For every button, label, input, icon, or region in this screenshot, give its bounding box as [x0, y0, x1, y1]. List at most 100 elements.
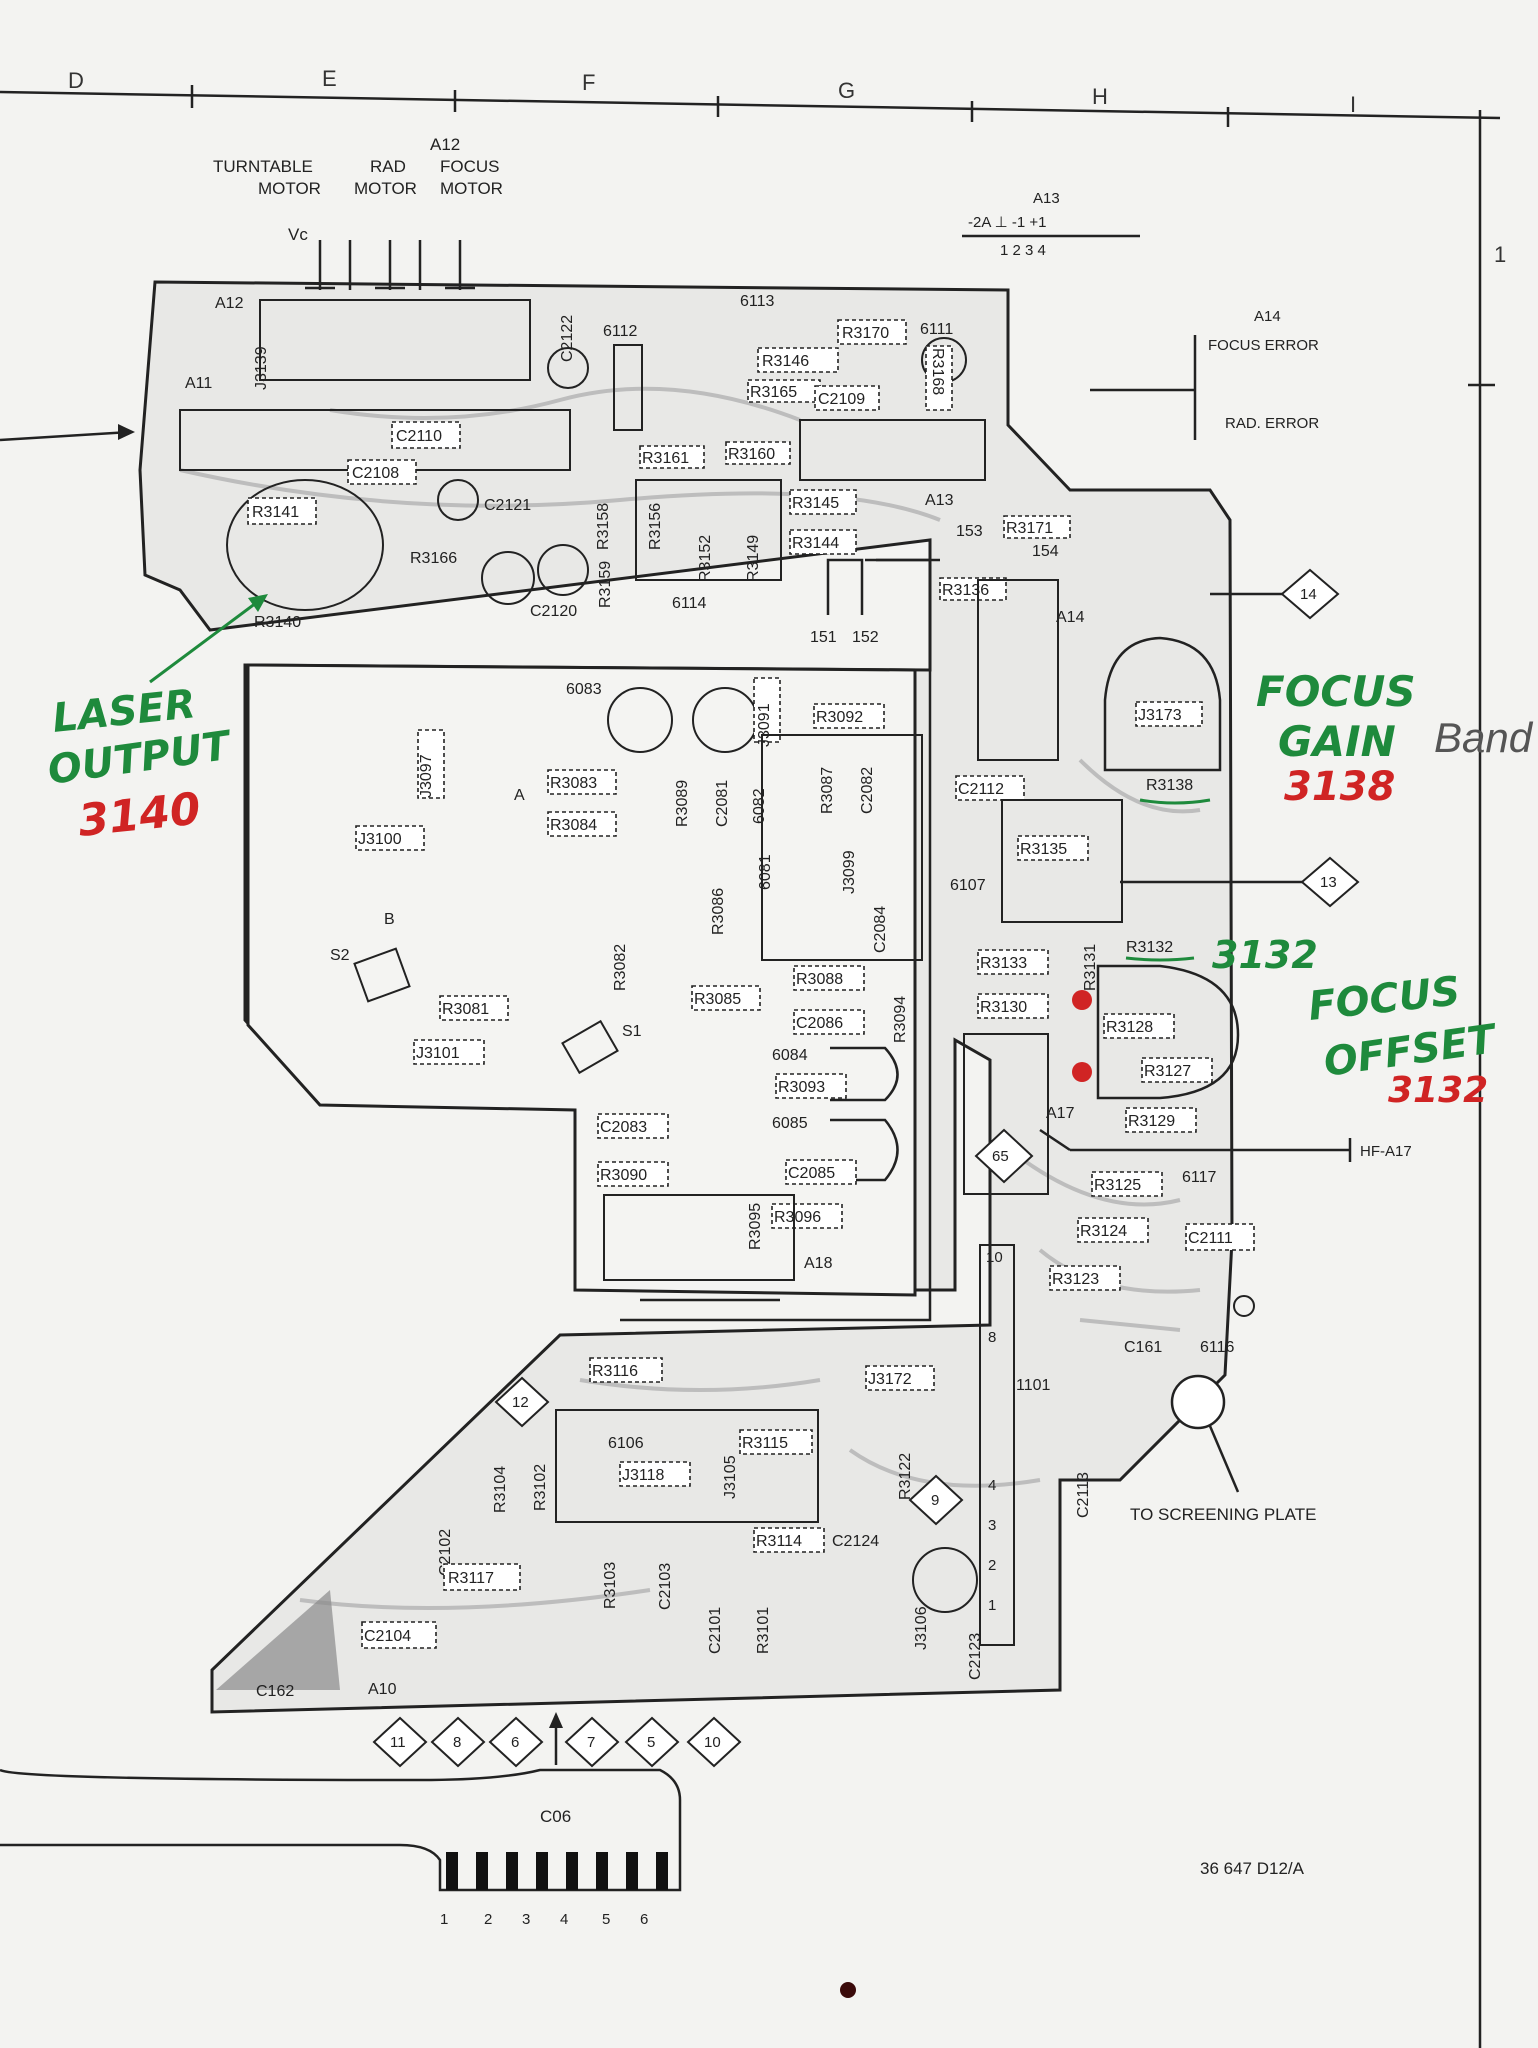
- comp-j3172: J3172: [868, 1371, 912, 1388]
- diamond-12: 12: [494, 1376, 550, 1428]
- comp-j3173: J3173: [1138, 707, 1182, 724]
- inner-panel: [246, 663, 917, 1297]
- comp-r3161: R3161: [642, 450, 689, 467]
- comp-r3081: R3081: [442, 1001, 489, 1018]
- comp-6116: 6116: [1200, 1339, 1235, 1356]
- off-board-leads: HF-A17 TO SCREENING PLATE: [1039, 1128, 1412, 1524]
- comp-c2109: C2109: [818, 391, 865, 408]
- note-focus-gain-1: FOCUS: [1256, 667, 1416, 716]
- comp-c2124: C2124: [832, 1533, 879, 1550]
- grid-label-g: G: [838, 78, 855, 103]
- comp-a13: A13: [925, 492, 954, 509]
- svg-text:13: 13: [1320, 874, 1337, 891]
- diamond-11: 11: [372, 1716, 428, 1768]
- comp-r3138: R3138: [1146, 777, 1193, 794]
- comp-r3166: R3166: [410, 550, 457, 567]
- note-focus-gain-2: GAIN: [1278, 717, 1396, 766]
- comp-r3089: R3089: [674, 780, 691, 827]
- hf-a17-label: HF-A17: [1360, 1143, 1412, 1160]
- document-number: 36 647 D12/A: [1200, 1859, 1305, 1878]
- diamond-7: 7: [564, 1716, 620, 1768]
- comp-s2: S2: [330, 947, 350, 964]
- diamond-markers: 14 13 65 12 9 11 8 6: [372, 568, 1360, 1768]
- comp-r3102: R3102: [532, 1464, 549, 1511]
- comp-a12: A12: [215, 295, 244, 312]
- comp-c2111: C2111: [1188, 1230, 1233, 1247]
- svg-text:12: 12: [512, 1394, 529, 1411]
- svg-text:2: 2: [988, 1557, 996, 1574]
- comp-r3084: R3084: [550, 817, 597, 834]
- comp-a18: A18: [804, 1255, 833, 1272]
- connector-1101: [979, 1244, 1015, 1646]
- comp-r3096: R3096: [774, 1209, 821, 1226]
- note-3132-red: 3132: [1388, 1070, 1488, 1111]
- comp-j3091: J3091: [756, 703, 773, 747]
- diamond-65: 65: [974, 1128, 1034, 1184]
- focus-motor-label: FOCUS: [440, 157, 500, 176]
- comp-r3127: R3127: [1144, 1063, 1191, 1080]
- comp-r3090: R3090: [600, 1167, 647, 1184]
- comp-6082: 6082: [751, 788, 768, 824]
- comp-r3086: R3086: [710, 888, 727, 935]
- note-3132-green: 3132: [1212, 933, 1318, 977]
- svg-text:14: 14: [1300, 586, 1317, 603]
- comp-152: 152: [852, 629, 879, 646]
- comp-j3097: J3097: [418, 754, 435, 798]
- comp-r3101: R3101: [755, 1607, 772, 1654]
- svg-text:65: 65: [992, 1148, 1009, 1165]
- a13-nums: 1 2 3 4: [1000, 242, 1046, 259]
- comp-r3165: R3165: [750, 384, 797, 401]
- grid-label-d: D: [68, 68, 84, 93]
- comp-j3100: J3100: [358, 831, 402, 848]
- a13-pins: -2A ⊥ -1 +1: [968, 214, 1047, 231]
- comp-j3099: J3099: [841, 850, 858, 894]
- comp-r3159: R3159: [597, 561, 614, 608]
- comp-c2122: C2122: [559, 315, 576, 362]
- a18-connector: [603, 1194, 795, 1281]
- comp-6106: 6106: [608, 1435, 644, 1452]
- comp-6084: 6084: [772, 1047, 808, 1064]
- a12-header-block: [259, 299, 531, 381]
- comp-r3104: R3104: [492, 1466, 509, 1513]
- comp-r3087: R3087: [819, 767, 836, 814]
- ic-6107: [1001, 799, 1123, 923]
- comp-r3115: R3115: [742, 1435, 788, 1452]
- c06-pin-1: 1: [440, 1911, 448, 1928]
- c06-pin-5: 5: [602, 1911, 610, 1928]
- svg-text:1: 1: [988, 1597, 996, 1614]
- comp-151: 151: [810, 629, 837, 646]
- a13-header: A13: [1033, 190, 1060, 207]
- diamond-10: 10: [686, 1716, 742, 1768]
- comp-r3093: R3093: [778, 1079, 825, 1096]
- comp-6107: 6107: [950, 877, 986, 894]
- comp-r3085: R3085: [694, 991, 741, 1008]
- grid-label-h: H: [1092, 84, 1108, 109]
- comp-1101: 1101: [1016, 1377, 1051, 1394]
- screening-label: TO SCREENING PLATE: [1130, 1505, 1316, 1524]
- comp-6112: 6112: [603, 323, 638, 340]
- grid-label-e: E: [322, 66, 337, 91]
- comp-6117: 6117: [1182, 1169, 1217, 1186]
- comp-c162: C162: [256, 1683, 294, 1700]
- comp-r3145: R3145: [792, 495, 839, 512]
- comp-r3123: R3123: [1052, 1271, 1099, 1288]
- a14-focus-error: FOCUS ERROR: [1208, 337, 1319, 354]
- comp-c2086: C2086: [796, 1015, 843, 1032]
- comp-r3158: R3158: [595, 503, 612, 550]
- comp-r3094: R3094: [892, 996, 909, 1043]
- comp-a17: A17: [1046, 1105, 1075, 1122]
- comp-a14: A14: [1056, 609, 1085, 626]
- middle-components: 6083 J3091 R3092 J3097 R3083 R3084 R3089…: [330, 677, 923, 1302]
- focus-motor-label-2: MOTOR: [440, 179, 503, 198]
- comp-r3083: R3083: [550, 775, 597, 792]
- svg-text:4: 4: [988, 1477, 996, 1494]
- comp-r3135: R3135: [1020, 841, 1067, 858]
- diamond-9: 9: [908, 1474, 964, 1526]
- comp-j3101: J3101: [416, 1045, 460, 1062]
- comp-r3092: R3092: [816, 709, 863, 726]
- svg-text:8: 8: [988, 1329, 996, 1346]
- comp-s1: S1: [622, 1023, 642, 1040]
- turntable-label-2: MOTOR: [258, 179, 321, 198]
- comp-r3160: R3160: [728, 446, 775, 463]
